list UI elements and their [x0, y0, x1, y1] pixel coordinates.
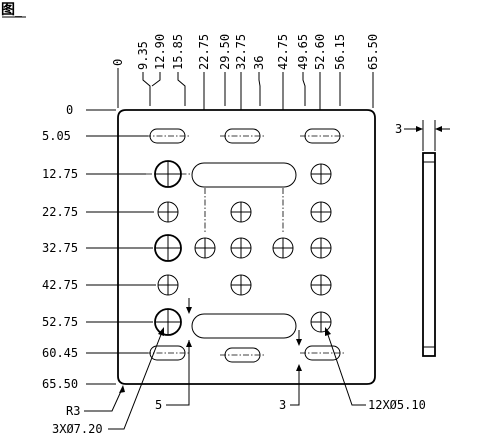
top-dim-label: 49.65 — [296, 34, 310, 70]
top-dim-label: 15.85 — [171, 34, 185, 70]
slot-width-label: 3 — [279, 398, 286, 412]
left-dim-label: 52.75 — [42, 315, 78, 329]
slot-long-lower — [191, 313, 297, 339]
top-dim-label: 22.75 — [197, 34, 211, 70]
top-dim-label: 32.75 — [234, 34, 248, 70]
top-dim-label: 29.50 — [218, 34, 232, 70]
hole-small — [230, 201, 252, 223]
hole-small — [310, 237, 332, 259]
slot-offset-label: 5 — [155, 398, 162, 412]
left-dimensions: 0 5.05 12.75 22.75 32.75 42.75 52.75 60.… — [42, 103, 156, 391]
corner-radius-label: R3 — [66, 404, 80, 418]
hole-small — [194, 237, 216, 259]
side-view-outline — [422, 152, 436, 357]
top-dim-label: 52.60 — [313, 34, 327, 70]
hole-small — [230, 237, 252, 259]
hole-small — [310, 163, 332, 185]
top-dim-label: 65.50 — [366, 34, 380, 70]
left-dim-label: 22.75 — [42, 205, 78, 219]
hole-small — [157, 201, 179, 223]
hole-large — [154, 308, 182, 336]
side-view: 3 — [395, 120, 450, 357]
plate-outline — [117, 109, 376, 385]
hole-small — [310, 201, 332, 223]
plate — [117, 109, 376, 385]
slot-long-upper — [191, 162, 297, 188]
left-dim-label: 0 — [66, 103, 73, 117]
hole-large — [146, 160, 190, 188]
slots — [145, 128, 345, 363]
top-dim-label: 42.75 — [276, 34, 290, 70]
top-dim-label: 12.90 — [153, 34, 167, 70]
left-dim-label: 42.75 — [42, 278, 78, 292]
hole-small — [157, 274, 179, 296]
hole-small — [272, 237, 294, 259]
top-dim-label: 56.15 — [333, 34, 347, 70]
left-dim-label: 65.50 — [42, 377, 78, 391]
top-dim-label: 0 — [111, 59, 125, 66]
hole-small — [230, 274, 252, 296]
top-dimensions: 0 9.35 12.90 15.85 22.75 29.50 32.75 36 … — [111, 34, 380, 110]
header-glyph: 图_ — [1, 2, 22, 18]
left-dim-label: 32.75 — [42, 241, 78, 255]
hole-small — [310, 274, 332, 296]
left-dim-label: 60.45 — [42, 346, 78, 360]
large-holes-label: 12XØ5.10 — [368, 398, 426, 412]
small-holes-label: 3XØ7.20 — [52, 422, 103, 436]
left-dim-label: 12.75 — [42, 167, 78, 181]
holes — [146, 160, 332, 336]
top-dim-label: 9.35 — [136, 41, 150, 70]
thickness-label: 3 — [395, 122, 402, 136]
top-dim-label: 36 — [252, 56, 266, 70]
callouts: R3 3XØ7.20 5 3 12XØ5.10 — [52, 298, 426, 436]
left-dim-label: 5.05 — [42, 129, 71, 143]
hole-small — [310, 311, 332, 333]
hole-large — [154, 234, 182, 262]
